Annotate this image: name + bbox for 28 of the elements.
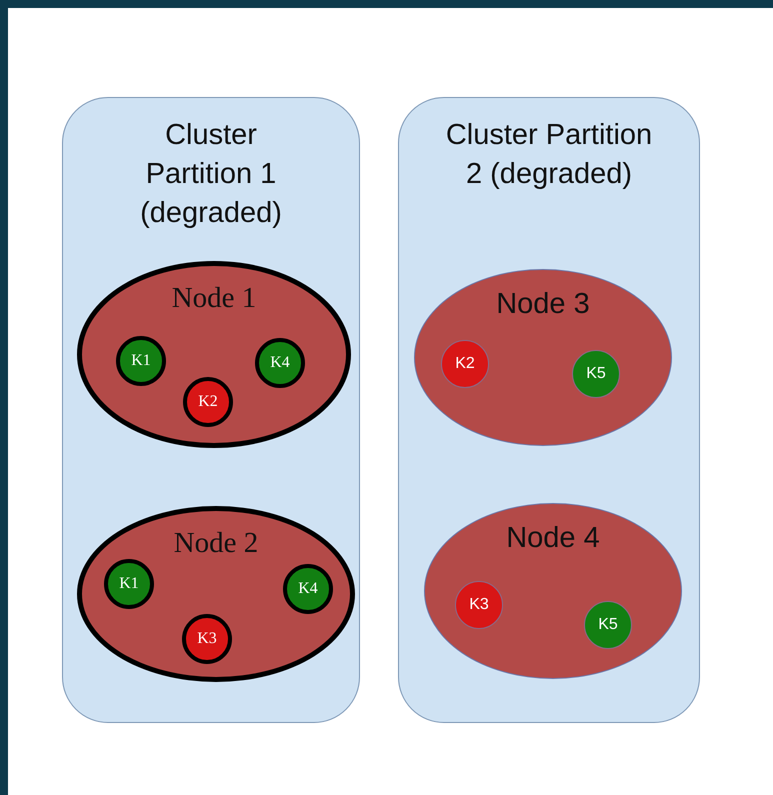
key-circle — [283, 564, 333, 614]
key-label: K2 — [197, 393, 219, 411]
key-circle — [104, 559, 154, 609]
node-label: Node 1 — [170, 281, 258, 316]
cluster-title: Cluster Partition 2 (degraded) — [444, 118, 654, 192]
key-circle — [455, 581, 503, 629]
cluster-panel — [62, 97, 360, 723]
key-circle — [572, 350, 620, 398]
key-label: K5 — [597, 616, 619, 634]
key-label: K2 — [454, 355, 476, 373]
key-circle — [441, 340, 489, 388]
cluster-panel — [398, 97, 700, 723]
key-circle — [182, 614, 232, 664]
key-label: K5 — [585, 365, 607, 383]
key-label: K1 — [118, 575, 140, 593]
node-label: Node 3 — [495, 287, 591, 322]
node-label: Node 4 — [505, 521, 601, 556]
key-label: K1 — [130, 352, 152, 370]
key-label: K4 — [269, 354, 291, 372]
key-circle — [183, 377, 233, 427]
key-label: K4 — [297, 580, 319, 598]
key-label: K3 — [468, 596, 490, 614]
key-circle — [116, 336, 166, 386]
key-circle — [255, 338, 305, 388]
key-label: K3 — [196, 630, 218, 648]
key-circle — [584, 601, 632, 649]
node-label: Node 2 — [172, 526, 260, 561]
cluster-title: Cluster Partition 1 (degraded) — [139, 118, 283, 231]
